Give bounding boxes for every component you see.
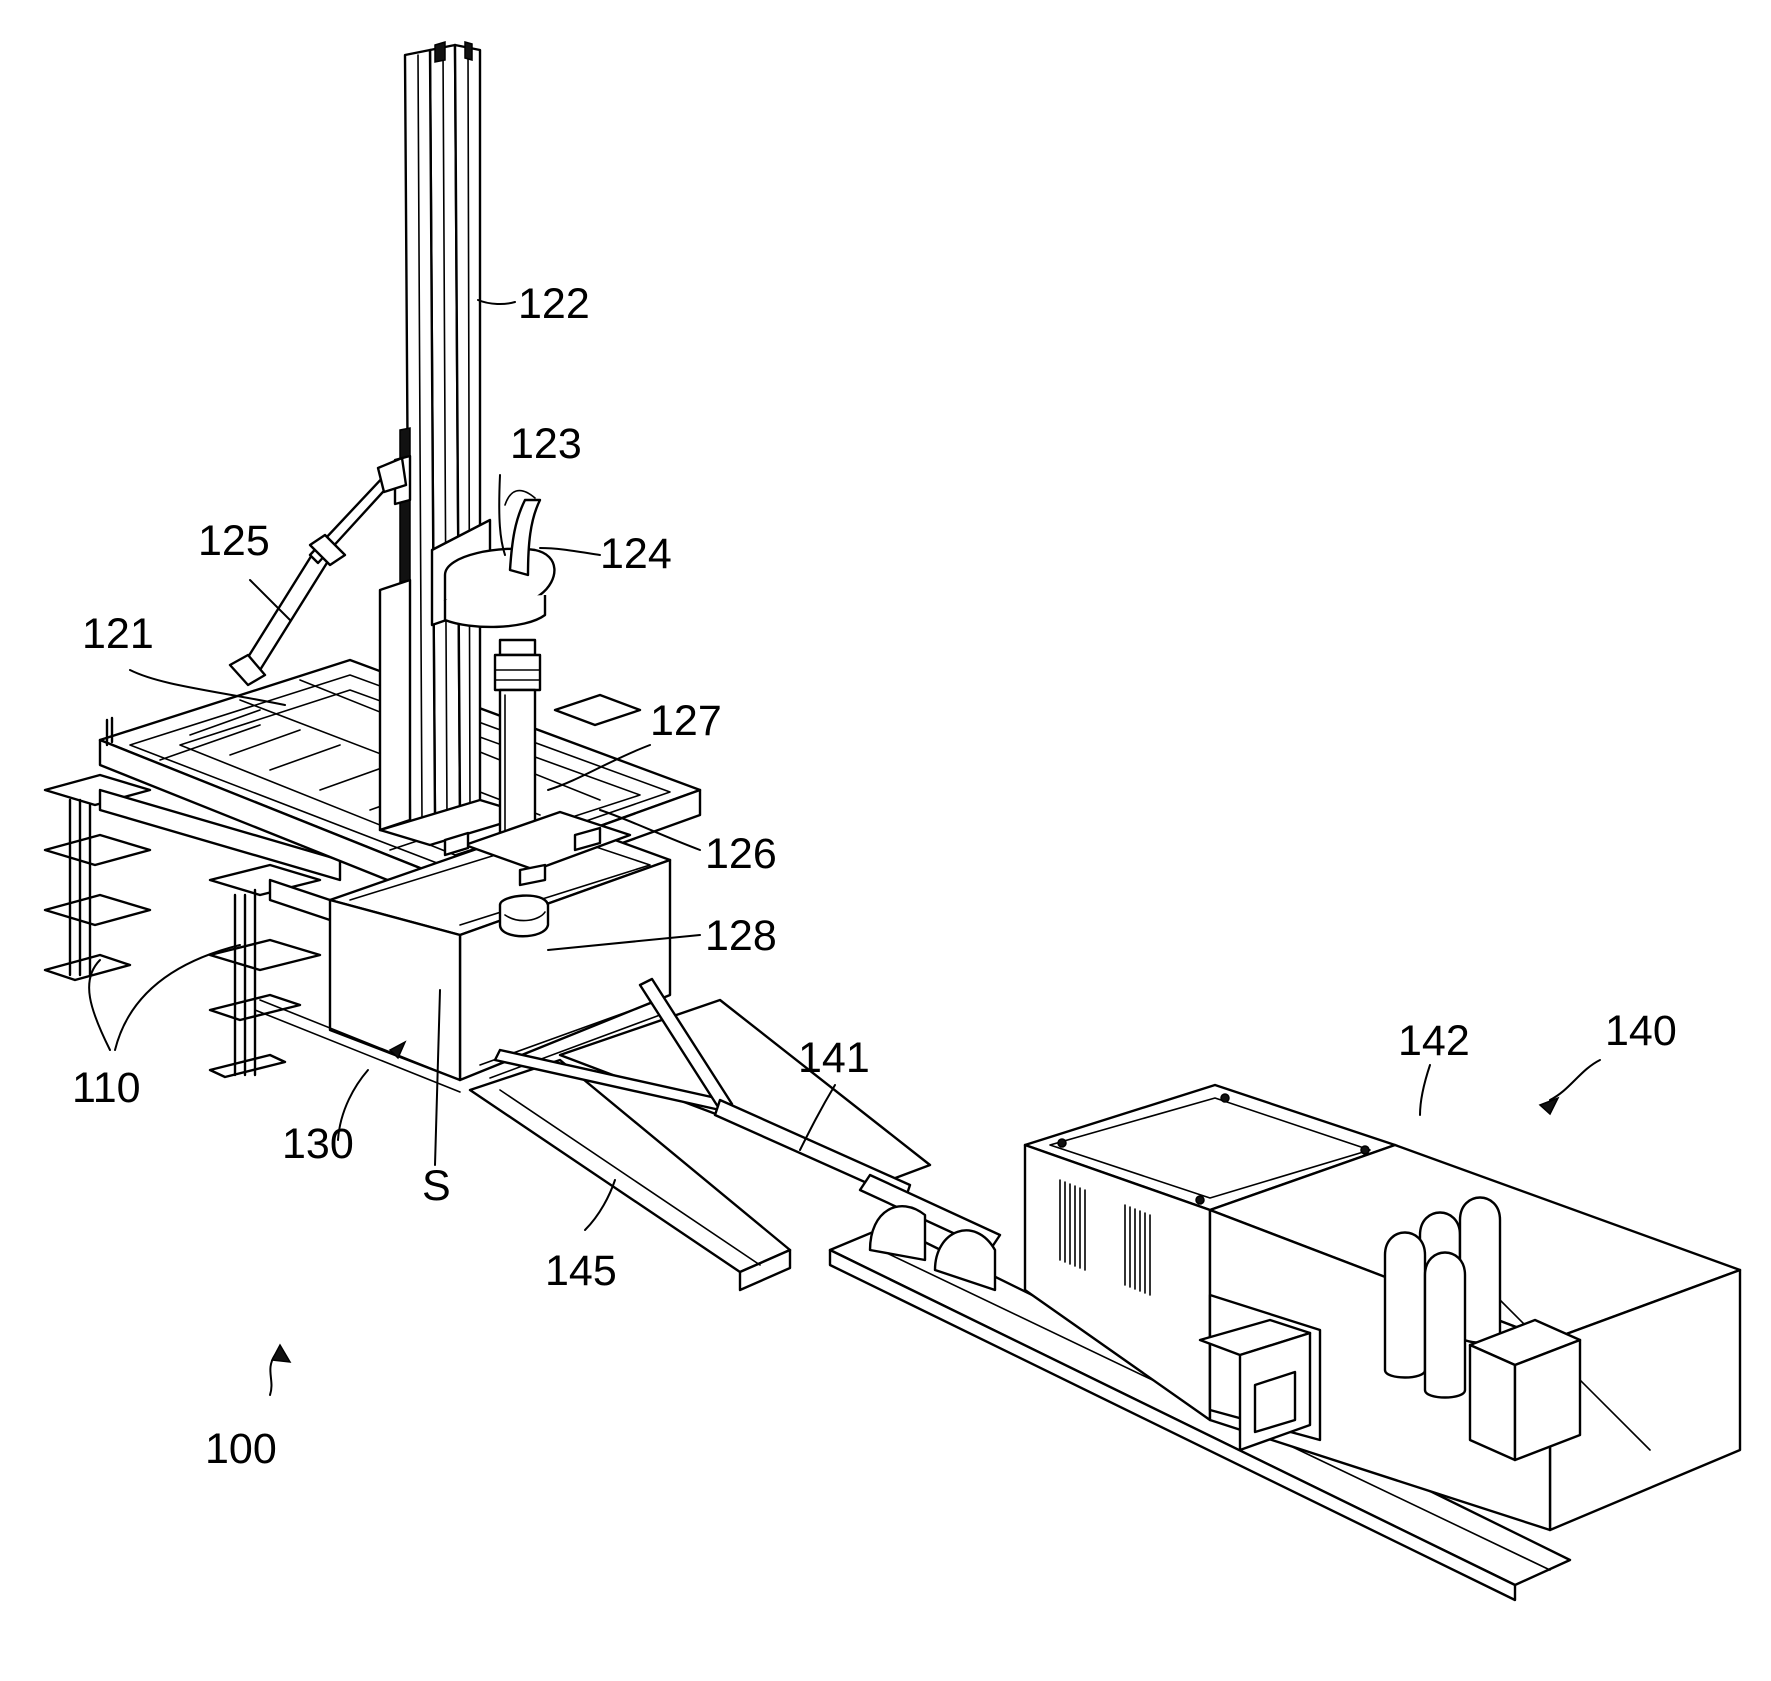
leader-110b — [114, 944, 241, 1051]
leader-126 — [599, 809, 701, 851]
label-122: 122 — [518, 280, 590, 328]
leader-lines — [88, 299, 1601, 1396]
leader-122 — [477, 299, 516, 306]
label-100: 100 — [205, 1425, 277, 1473]
leader-140 — [1549, 1059, 1601, 1101]
leader-128 — [547, 934, 701, 951]
label-123: 123 — [510, 420, 582, 468]
leader-130 — [337, 1069, 369, 1141]
label-125: 125 — [198, 517, 270, 565]
label-141: 141 — [798, 1034, 870, 1082]
leader-121 — [129, 669, 286, 706]
leader-142 — [1419, 1064, 1431, 1116]
leader-141 — [799, 1084, 836, 1151]
label-110: 110 — [72, 1064, 141, 1112]
leader-S — [434, 989, 441, 1166]
leader-123 — [498, 474, 506, 556]
label-126: 126 — [705, 830, 777, 878]
leader-110a — [88, 959, 111, 1051]
power-pack — [828, 1083, 1742, 1602]
rotary-head — [430, 489, 632, 938]
label-124: 124 — [600, 530, 672, 578]
leader-145 — [584, 1179, 616, 1231]
leader-127 — [547, 744, 651, 791]
gas-cylinders — [1383, 1196, 1502, 1399]
leader-125 — [249, 579, 291, 621]
label-127: 127 — [650, 697, 722, 745]
reference-labels: 122 123 124 125 121 127 126 128 110 130 … — [72, 280, 1677, 1473]
label-140: 140 — [1605, 1007, 1677, 1055]
vents — [1059, 1179, 1151, 1296]
leader-124 — [539, 547, 601, 556]
rail — [468, 998, 932, 1292]
label-S: S — [422, 1162, 451, 1210]
label-121: 121 — [82, 610, 154, 658]
label-130: 130 — [282, 1120, 354, 1168]
label-142: 142 — [1398, 1017, 1470, 1065]
label-128: 128 — [705, 912, 777, 960]
label-145: 145 — [545, 1247, 617, 1295]
